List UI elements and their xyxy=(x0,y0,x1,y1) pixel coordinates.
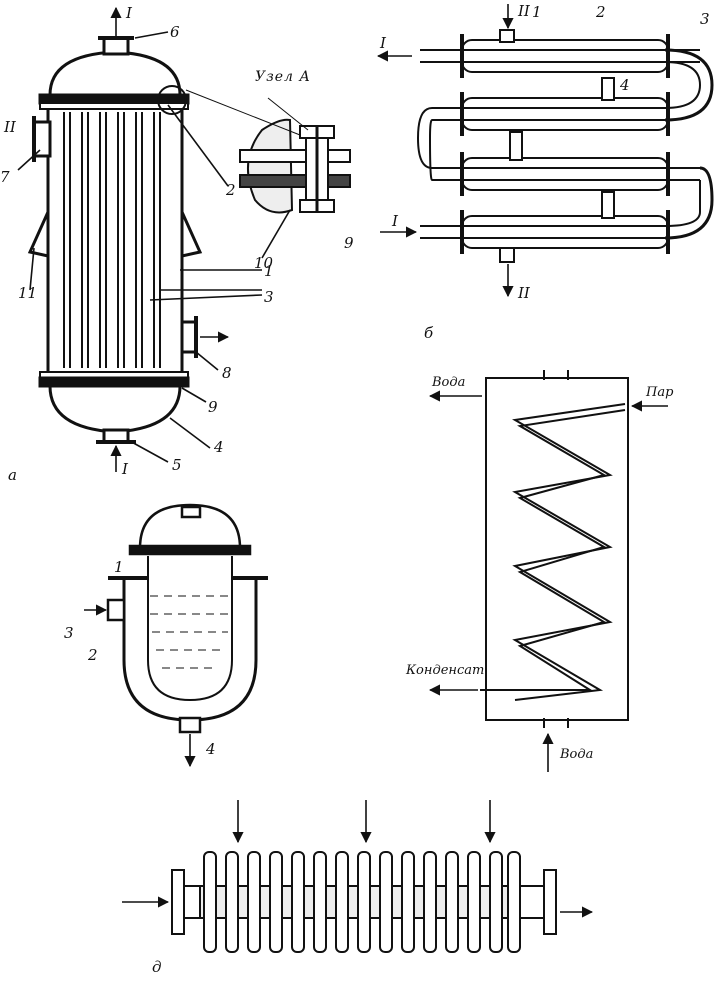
stream-label: II xyxy=(4,118,16,136)
callout-number: 5 xyxy=(172,456,182,474)
callout-number: 11 xyxy=(18,284,38,302)
figure-letter: а xyxy=(8,466,17,484)
callout-number: 4 xyxy=(214,438,224,456)
callout-number: 1 xyxy=(114,558,124,576)
callout-number: 3 xyxy=(700,10,710,28)
callout-number: 3 xyxy=(64,624,74,642)
coil-exchanger xyxy=(480,370,629,728)
water-inlet-label: Вода xyxy=(560,747,594,762)
callout-number: 2 xyxy=(596,3,606,21)
water-outlet-label: Вода xyxy=(432,375,466,390)
callout-number: 2 xyxy=(226,181,236,199)
finned-tube xyxy=(171,851,557,953)
callout-number: 10 xyxy=(254,254,274,272)
condensate-label: Конденсат xyxy=(406,663,485,678)
figure-letter: д xyxy=(152,958,162,976)
callout-number: 1 xyxy=(264,262,274,280)
node-detail xyxy=(185,89,351,214)
shell-tube-exchanger xyxy=(27,36,203,444)
callout-number: 1 xyxy=(532,3,542,21)
stream-label: I xyxy=(122,460,128,478)
callout-number: 9 xyxy=(344,234,354,252)
stream-label: II xyxy=(518,284,530,302)
callout-number: 3 xyxy=(264,288,274,306)
double-pipe-exchanger xyxy=(416,29,714,263)
steam-inlet-label: Пар xyxy=(646,385,674,400)
stream-label: I xyxy=(392,212,398,230)
callout-number: 7 xyxy=(0,168,10,186)
callout-number: 8 xyxy=(222,364,232,382)
jacketed-vessel xyxy=(106,503,268,734)
callout-number: 2 xyxy=(88,646,98,664)
figure-letter: б xyxy=(424,324,434,342)
stream-label: I xyxy=(380,34,386,52)
callout-number: 4 xyxy=(620,76,630,94)
stream-label: I xyxy=(126,4,132,22)
node-title: Узел А xyxy=(255,69,312,85)
callout-number: 4 xyxy=(206,740,216,758)
callout-number: 9 xyxy=(208,398,218,416)
stream-label: II xyxy=(518,2,530,20)
callout-number: 6 xyxy=(170,23,180,41)
